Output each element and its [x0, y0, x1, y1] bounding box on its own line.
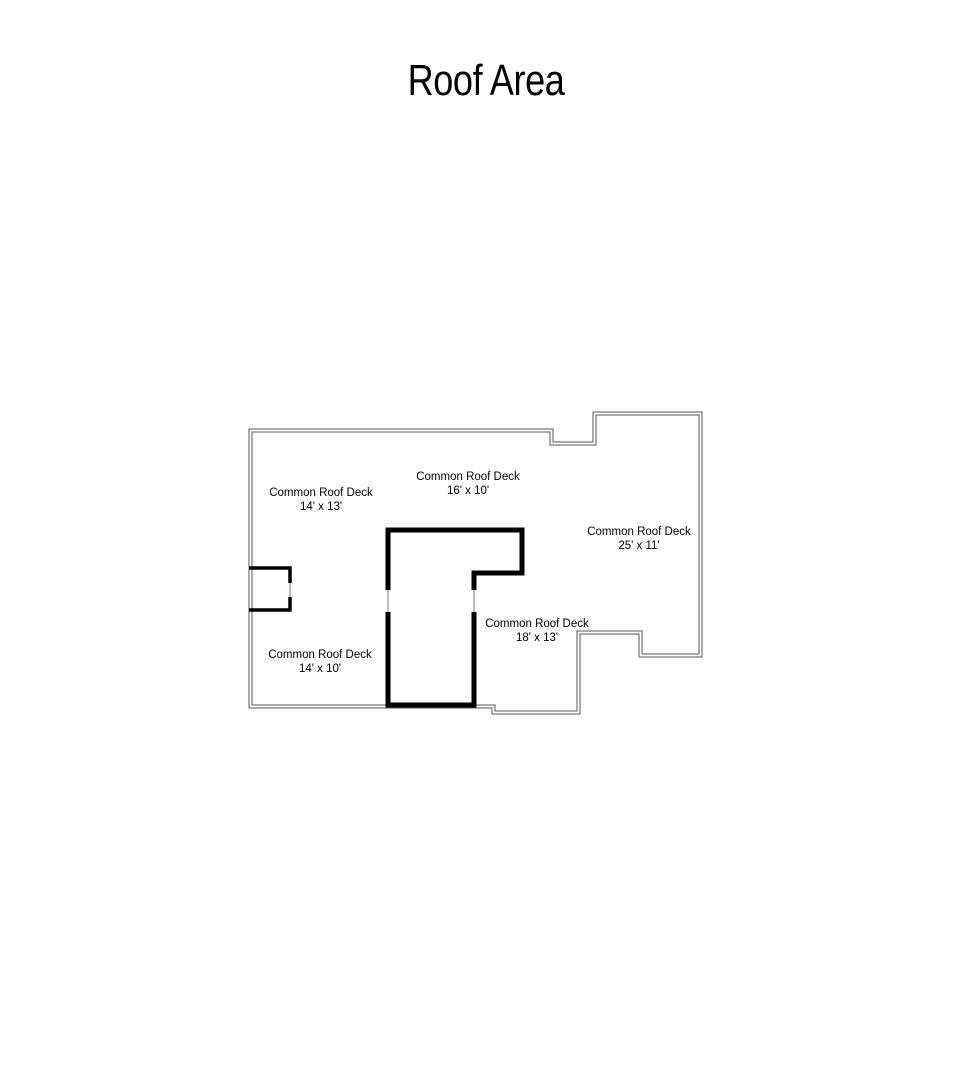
central-structure — [385, 527, 525, 708]
room-size: 14' x 13' — [300, 501, 342, 513]
room-size: 25' x 11' — [618, 540, 659, 552]
deck-perimeter — [248, 411, 703, 715]
room-deck-east: Common Roof Deck 25' x 11' — [587, 526, 691, 552]
room-size: 18' x 13' — [516, 632, 558, 644]
left-enclosure-wall — [249, 566, 292, 583]
central-structure-wall-bottom — [385, 612, 477, 708]
room-size: 16' x 10' — [447, 485, 489, 497]
left-enclosure-wall-bottom — [249, 597, 292, 612]
room-deck-north: Common Roof Deck 16' x 10' — [416, 471, 520, 497]
left-enclosure — [249, 566, 292, 612]
room-deck-southeast: Common Roof Deck 18' x 13' — [485, 618, 589, 644]
page-title: Roof Area — [407, 56, 565, 105]
room-size: 14' x 10' — [299, 663, 341, 675]
room-deck-northwest: Common Roof Deck 14' x 13' — [269, 487, 373, 513]
deck-outline-outer — [248, 411, 703, 715]
room-name: Common Roof Deck — [587, 526, 691, 538]
deck-outline-inner — [251, 414, 700, 712]
room-name: Common Roof Deck — [268, 649, 372, 661]
room-name: Common Roof Deck — [485, 618, 589, 630]
room-name: Common Roof Deck — [416, 471, 520, 483]
room-name: Common Roof Deck — [269, 487, 373, 499]
central-structure-wall-top — [385, 527, 525, 590]
room-deck-southwest: Common Roof Deck 14' x 10' — [268, 649, 372, 675]
